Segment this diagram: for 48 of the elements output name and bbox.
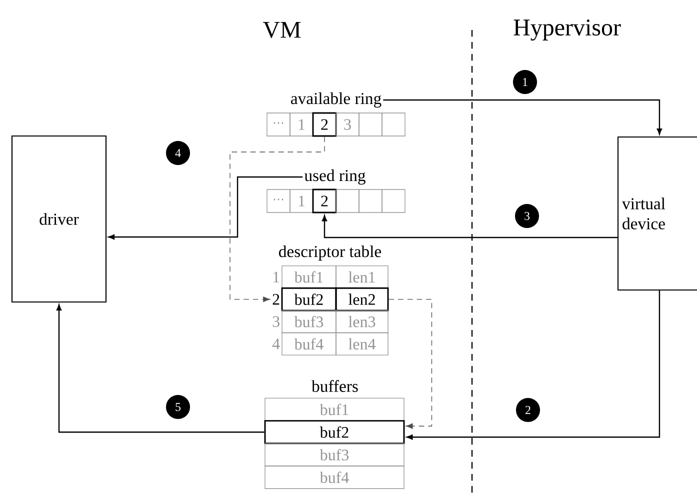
table-cell: len2 bbox=[335, 287, 389, 312]
step-badge: 3 bbox=[515, 204, 539, 228]
side-heading: VM bbox=[262, 22, 301, 38]
arrow bbox=[406, 290, 660, 440]
ring-cell: 1 bbox=[290, 189, 314, 213]
step-badge: 4 bbox=[166, 141, 190, 165]
ring-cell: ⋯ bbox=[266, 189, 290, 213]
arrow bbox=[56, 304, 264, 433]
side-heading: Hypervisor bbox=[514, 19, 621, 41]
device-box: virtual device bbox=[617, 136, 697, 291]
ring-cell bbox=[382, 189, 406, 213]
ring-cell: 2 bbox=[312, 112, 337, 137]
table-cell: buf4 bbox=[282, 332, 336, 356]
arrow bbox=[383, 99, 662, 135]
ring-cell: 2 bbox=[312, 188, 337, 214]
ring-cell bbox=[358, 189, 382, 213]
buffer-cell: buf4 bbox=[264, 466, 404, 489]
row-number: 4 bbox=[272, 338, 280, 350]
table-cell: len1 bbox=[336, 266, 388, 288]
ring-cell bbox=[358, 112, 382, 136]
step-badge: 2 bbox=[516, 398, 540, 422]
table-cell: buf1 bbox=[282, 266, 336, 288]
table-cell: buf2 bbox=[281, 287, 337, 312]
ring-cell: 3 bbox=[336, 112, 360, 136]
table-cell: len4 bbox=[336, 332, 388, 356]
row-number: 1 bbox=[273, 272, 280, 282]
table-cell: len3 bbox=[336, 310, 388, 334]
driver-box: driver bbox=[11, 135, 107, 303]
ring-title: available ring bbox=[291, 92, 382, 108]
arrow bbox=[388, 298, 432, 429]
step-badge: 5 bbox=[166, 395, 190, 419]
arrow bbox=[322, 215, 618, 238]
ring-cell bbox=[382, 112, 406, 136]
table-cell: buf3 bbox=[282, 310, 336, 334]
row-number: 2 bbox=[272, 294, 280, 305]
table-title: descriptor table bbox=[279, 245, 382, 261]
ring-cell bbox=[336, 189, 360, 213]
buffer-cell: buf2 bbox=[264, 420, 405, 444]
buffers-title: buffers bbox=[312, 380, 358, 392]
buffer-cell: buf3 bbox=[264, 443, 404, 466]
step-badge: 1 bbox=[513, 70, 537, 94]
row-number: 3 bbox=[272, 316, 280, 327]
arrow bbox=[230, 136, 325, 302]
arrow bbox=[108, 176, 303, 240]
ring-title: used ring bbox=[304, 169, 366, 185]
ring-cell: ⋯ bbox=[266, 112, 290, 136]
buffer-cell: buf1 bbox=[264, 398, 404, 422]
ring-cell: 1 bbox=[290, 112, 314, 136]
